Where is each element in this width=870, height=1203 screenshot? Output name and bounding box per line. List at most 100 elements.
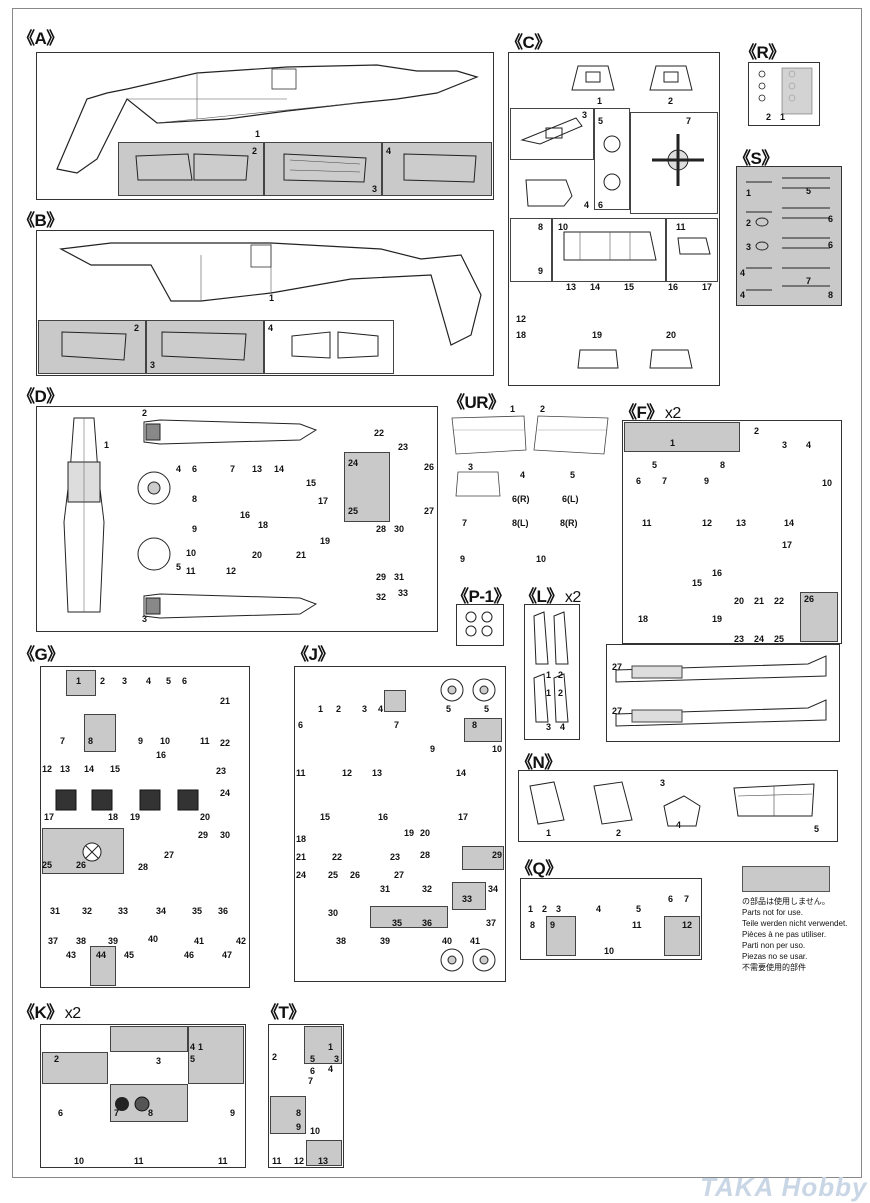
part-j-27: 27 — [394, 870, 405, 880]
part-g-23: 23 — [216, 766, 227, 776]
part-g-33: 33 — [118, 906, 129, 916]
sprue-c-cell-4 — [510, 218, 552, 282]
part-n-2: 2 — [616, 828, 622, 838]
part-ur-8r: 8(R) — [560, 518, 578, 528]
part-f-24: 24 — [754, 634, 765, 644]
part-t-3: 3 — [334, 1054, 340, 1064]
wheel-discs-drawing — [115, 1096, 150, 1112]
sprue-g-cell-8 — [84, 714, 116, 752]
sprue-t-cell-8-9 — [270, 1096, 306, 1134]
part-q-7: 7 — [684, 894, 690, 904]
part-j-18: 18 — [296, 834, 307, 844]
part-g-44: 44 — [96, 950, 107, 960]
part-d-30: 30 — [394, 524, 405, 534]
part-d-6: 6 — [192, 464, 198, 474]
part-r-1: 1 — [780, 112, 786, 122]
elevator-part-drawing — [135, 153, 249, 181]
part-g-40: 40 — [148, 934, 159, 944]
part-s-3: 3 — [746, 242, 752, 252]
part-d-4: 4 — [176, 464, 182, 474]
stabilizer-drawing — [61, 331, 127, 361]
part-f-10: 10 — [822, 478, 833, 488]
part-c-12: 12 — [516, 314, 527, 324]
part-a-4: 4 — [386, 146, 392, 156]
sprue-g — [40, 666, 250, 988]
part-d-12: 12 — [226, 566, 237, 576]
part-d-13: 13 — [252, 464, 263, 474]
part-f-27b: 27 — [612, 706, 623, 716]
unused-parts-swatch — [742, 866, 830, 892]
part-d-24: 24 — [348, 458, 359, 468]
sprue-d-cell-24-25 — [344, 452, 390, 522]
part-g-24: 24 — [220, 788, 231, 798]
part-s-6a: 6 — [828, 214, 834, 224]
part-j-33: 33 — [462, 894, 473, 904]
wheels-j-top-drawing — [440, 678, 496, 702]
part-j-11: 11 — [296, 768, 306, 778]
part-j-36: 36 — [422, 918, 433, 928]
sprue-j-cell-35-36 — [370, 906, 448, 928]
part-g-6: 6 — [182, 676, 188, 686]
sprue-t-cell-top — [304, 1026, 342, 1064]
part-j-19: 19 — [404, 828, 415, 838]
part-d-27: 27 — [424, 506, 435, 516]
part-c-13: 13 — [566, 282, 577, 292]
part-g-30: 30 — [220, 830, 231, 840]
sprue-q-label: 《Q》 — [516, 859, 562, 878]
sprue-c-cell-2 — [594, 108, 630, 210]
part-k-4: 4 — [190, 1042, 196, 1052]
part-c-3: 3 — [582, 110, 588, 120]
legend-it: Parti non per uso. — [742, 941, 806, 950]
sprue-k-multiplier: x2 — [64, 1005, 81, 1022]
sprue-g-label: 《G》 — [18, 645, 64, 664]
engine-cylinders-drawing — [55, 789, 199, 811]
part-s-8: 8 — [828, 290, 834, 300]
part-ur-6r: 6(R) — [512, 494, 530, 504]
part-k-9: 9 — [230, 1108, 236, 1118]
part-ur-2: 2 — [540, 404, 546, 414]
part-d-33: 33 — [398, 588, 409, 598]
unused-parts-legend: の部品は使用しません。 Parts not for use. Teile wer… — [742, 896, 847, 973]
part-f-17: 17 — [782, 540, 793, 550]
cockpit-tub-drawing — [563, 231, 657, 261]
sprue-f-cell-26 — [800, 592, 838, 642]
sprue-l-multiplier: x2 — [564, 589, 581, 606]
part-q-11: 11 — [632, 920, 642, 930]
part-f-20: 20 — [734, 596, 745, 606]
part-j-25: 25 — [328, 870, 339, 880]
part-s-1: 1 — [746, 188, 752, 198]
part-k-3: 3 — [156, 1056, 162, 1066]
part-d-17: 17 — [318, 496, 329, 506]
part-q-8: 8 — [530, 920, 536, 930]
part-c-2: 2 — [668, 96, 674, 106]
part-c-16: 16 — [668, 282, 679, 292]
part-d-8: 8 — [192, 494, 198, 504]
sprue-k-cell-2 — [42, 1052, 108, 1084]
part-a-3: 3 — [372, 184, 378, 194]
part-f-22: 22 — [774, 596, 785, 606]
part-k-10: 10 — [74, 1156, 85, 1166]
part-d-32: 32 — [376, 592, 387, 602]
part-g-17: 17 — [44, 812, 55, 822]
part-d-18: 18 — [258, 520, 269, 530]
part-ur-8l: 8(L) — [512, 518, 529, 528]
part-c-19: 19 — [592, 330, 603, 340]
part-c-9: 9 — [538, 266, 544, 276]
part-b-3: 3 — [150, 360, 156, 370]
part-f-23: 23 — [734, 634, 745, 644]
part-ur-3: 3 — [468, 462, 474, 472]
part-g-29: 29 — [198, 830, 209, 840]
part-j-3: 3 — [362, 704, 368, 714]
part-k-11b: 11 — [218, 1156, 228, 1166]
part-j-26: 26 — [350, 870, 361, 880]
part-g-3: 3 — [122, 676, 128, 686]
sprue-q-cell-12 — [664, 916, 700, 956]
part-q-6: 6 — [668, 894, 674, 904]
part-f-15: 15 — [692, 578, 703, 588]
part-t-11: 11 — [272, 1156, 282, 1166]
part-d-3: 3 — [142, 614, 148, 624]
part-k-6: 6 — [58, 1108, 64, 1118]
part-g-1: 1 — [76, 676, 82, 686]
watermark: TAKA Hobby — [700, 1172, 868, 1202]
sprue-j-cell-33 — [452, 882, 486, 910]
